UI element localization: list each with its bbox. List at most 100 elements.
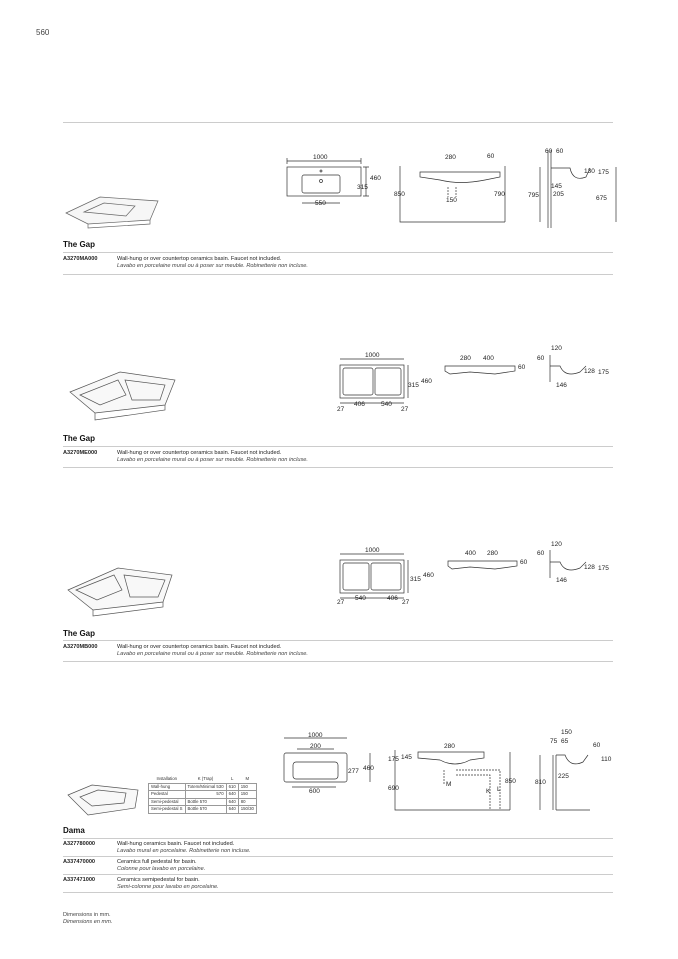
table-row: Semi-pedestal S Bottle 570 640 150/30: [148, 805, 257, 814]
footer-note: Dimensions in mm. Dimensions en mm.: [63, 912, 112, 926]
front-view-1: [399, 166, 506, 223]
product-title: Dama: [63, 826, 85, 835]
table-row: Semi-pedestal Bottle 570 640 80: [148, 797, 257, 806]
dim-label: 540: [355, 595, 366, 602]
dim-label: 550: [315, 200, 326, 207]
dim-label: 600: [309, 788, 320, 795]
footer-en: Dimensions in mm.: [63, 912, 111, 918]
dim-label: 128: [584, 564, 595, 571]
product-image-dama: [67, 784, 139, 816]
dim-label: 690: [388, 785, 399, 792]
table-cell: Semi-pedestal: [148, 797, 186, 806]
description-fr: Lavabo en porcelaine mural ou à poser su…: [117, 457, 308, 463]
dim-label: 175: [388, 756, 399, 763]
dim-label: 280: [487, 550, 498, 557]
front-view-4: [394, 750, 511, 811]
dim-label: 27: [337, 599, 345, 606]
dim-label: 60: [593, 742, 601, 749]
dim-label: 460: [370, 175, 381, 182]
footer-fr: Dimensions en mm.: [63, 919, 113, 925]
product-code: A3270ME000: [63, 450, 98, 456]
installation-table: Installation K (Trap) L M Wall-hung Tote…: [148, 776, 257, 814]
trap-type: Bottle: [187, 806, 199, 811]
product-image-the-gap-mb: [67, 567, 173, 617]
table-row: Pedestal 570 640 150: [148, 790, 257, 799]
description-fr: Lavabo mural en porcelaine. Robinetterie…: [117, 848, 251, 854]
table-cell: 610: [225, 782, 239, 791]
dim-label: 27: [337, 406, 345, 413]
dim-label: 280: [444, 743, 455, 750]
dim-label: 175: [598, 169, 609, 176]
dim-label: 110: [601, 756, 612, 763]
dim-label: 146: [556, 577, 567, 584]
divider: [63, 122, 613, 123]
page-number: 560: [36, 28, 50, 37]
product-code: A337471000: [63, 877, 96, 883]
table-header: K (Trap): [197, 776, 214, 781]
dim-label: 60: [537, 355, 545, 362]
dim-label: 406: [387, 595, 398, 602]
dim-label: 175: [598, 565, 609, 572]
divider: [63, 856, 613, 857]
dim-label: 145: [551, 183, 562, 190]
divider: [63, 874, 613, 875]
table-cell: 570: [184, 790, 227, 799]
side-view-1: [539, 150, 617, 228]
dim-label: 400: [483, 355, 494, 362]
dim-label: 315: [357, 184, 368, 191]
dim-label: 1000: [365, 547, 380, 554]
table-row: Wall-hung Totem/Minimal 530 610 150: [148, 782, 257, 791]
table-cell: 640: [225, 797, 239, 806]
dim-label: 120: [551, 345, 562, 352]
dim-label: 1000: [313, 154, 328, 161]
dim-label: 130: [584, 168, 595, 175]
dim-label: 60: [556, 148, 564, 155]
trap-value: 570: [199, 798, 207, 804]
dim-label: 315: [408, 382, 419, 389]
divider: [63, 892, 613, 893]
dim-label: 315: [410, 576, 421, 583]
divider: [63, 640, 613, 641]
dim-label: 150: [446, 197, 457, 204]
dim-label: M: [446, 781, 452, 788]
table-cell: 640: [225, 790, 239, 799]
product-code: A337470000: [63, 859, 96, 865]
product-code: A3270MA000: [63, 256, 98, 262]
side-view-3: [549, 550, 587, 578]
table-header: L: [230, 776, 234, 781]
dim-label: 60: [520, 559, 528, 566]
trap-value: 570: [199, 806, 207, 811]
front-view-3: [447, 560, 518, 570]
description-en: Ceramics semipedestal for basin.: [117, 877, 200, 883]
dim-label: 200: [310, 743, 321, 750]
product-code: A327780000: [63, 841, 96, 847]
description-fr: Semi-colonne pour lavabo en porcelaine.: [117, 884, 219, 890]
dim-label: 790: [494, 191, 505, 198]
table-cell: 80: [237, 797, 257, 806]
dim-label: 850: [505, 778, 516, 785]
dim-label: 280: [445, 154, 456, 161]
dim-label: 1000: [308, 732, 323, 739]
table-cell: Bottle 570: [184, 805, 227, 814]
description-en: Wall-hung ceramics basin. Faucet not inc…: [117, 841, 235, 847]
divider: [63, 446, 613, 447]
dim-label: 205: [553, 191, 564, 198]
dim-label: 60: [545, 148, 553, 155]
dim-label: 850: [394, 191, 405, 198]
table-cell: 150: [237, 790, 257, 799]
table-cell: Pedestal: [148, 790, 186, 799]
dim-label: 460: [363, 765, 374, 772]
description-fr: Colonne pour lavabo en porcelaine.: [117, 866, 206, 872]
table-cell: Bottle 570: [184, 797, 227, 806]
description-fr: Lavabo en porcelaine mural ou à poser su…: [117, 263, 308, 269]
divider: [63, 274, 613, 275]
dim-label: 120: [551, 541, 562, 548]
table-cell: 150/30: [237, 805, 257, 814]
product-title: The Gap: [63, 434, 96, 443]
table-header: Installation: [156, 776, 178, 781]
description-en: Ceramics full pedestal for basin.: [117, 859, 197, 865]
dim-label: 75: [550, 738, 558, 745]
dim-label: 460: [423, 572, 434, 579]
dim-label: 145: [401, 754, 412, 761]
